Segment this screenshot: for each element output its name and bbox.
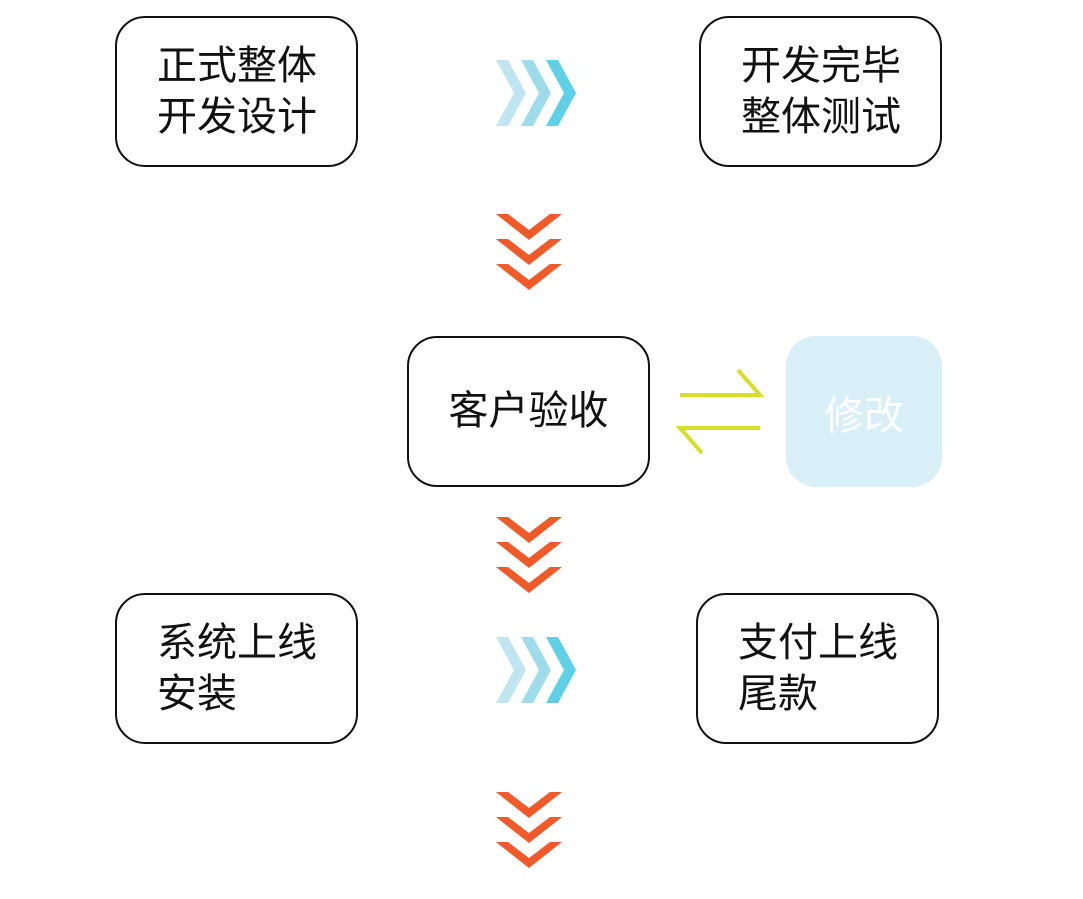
step-box-testing: 开发完毕 整体测试: [699, 16, 942, 167]
step-box-deploy: 系统上线 安装: [115, 593, 358, 744]
step-box-acceptance: 客户验收: [407, 336, 650, 487]
step-payment-line-2: 尾款: [738, 670, 818, 717]
step-design-line-2: 开发设计: [157, 93, 317, 140]
triple-chevron-down-icon: [496, 214, 562, 290]
step-deploy-line-2: 安装: [157, 670, 237, 717]
step-acceptance-line-1: 客户验收: [448, 388, 609, 434]
triple-chevron-right-icon: [496, 60, 576, 126]
triple-chevron-down-icon: [496, 792, 562, 868]
triple-chevron-down-icon: [496, 517, 562, 593]
step-testing-line-1: 开发完毕: [741, 42, 901, 89]
step-box-design: 正式整体 开发设计: [115, 16, 358, 167]
triple-chevron-right-icon: [496, 637, 576, 703]
step-box-payment: 支付上线 尾款: [696, 593, 939, 744]
step-testing-line-2: 整体测试: [741, 93, 901, 140]
exchange-arrows-icon: [675, 368, 765, 455]
step-modify-line-1: 修改: [824, 392, 904, 439]
step-deploy-line-1: 系统上线: [157, 619, 317, 666]
step-payment-line-1: 支付上线: [738, 619, 898, 666]
step-box-modify: 修改: [786, 336, 942, 487]
step-design-line-1: 正式整体: [157, 42, 317, 89]
